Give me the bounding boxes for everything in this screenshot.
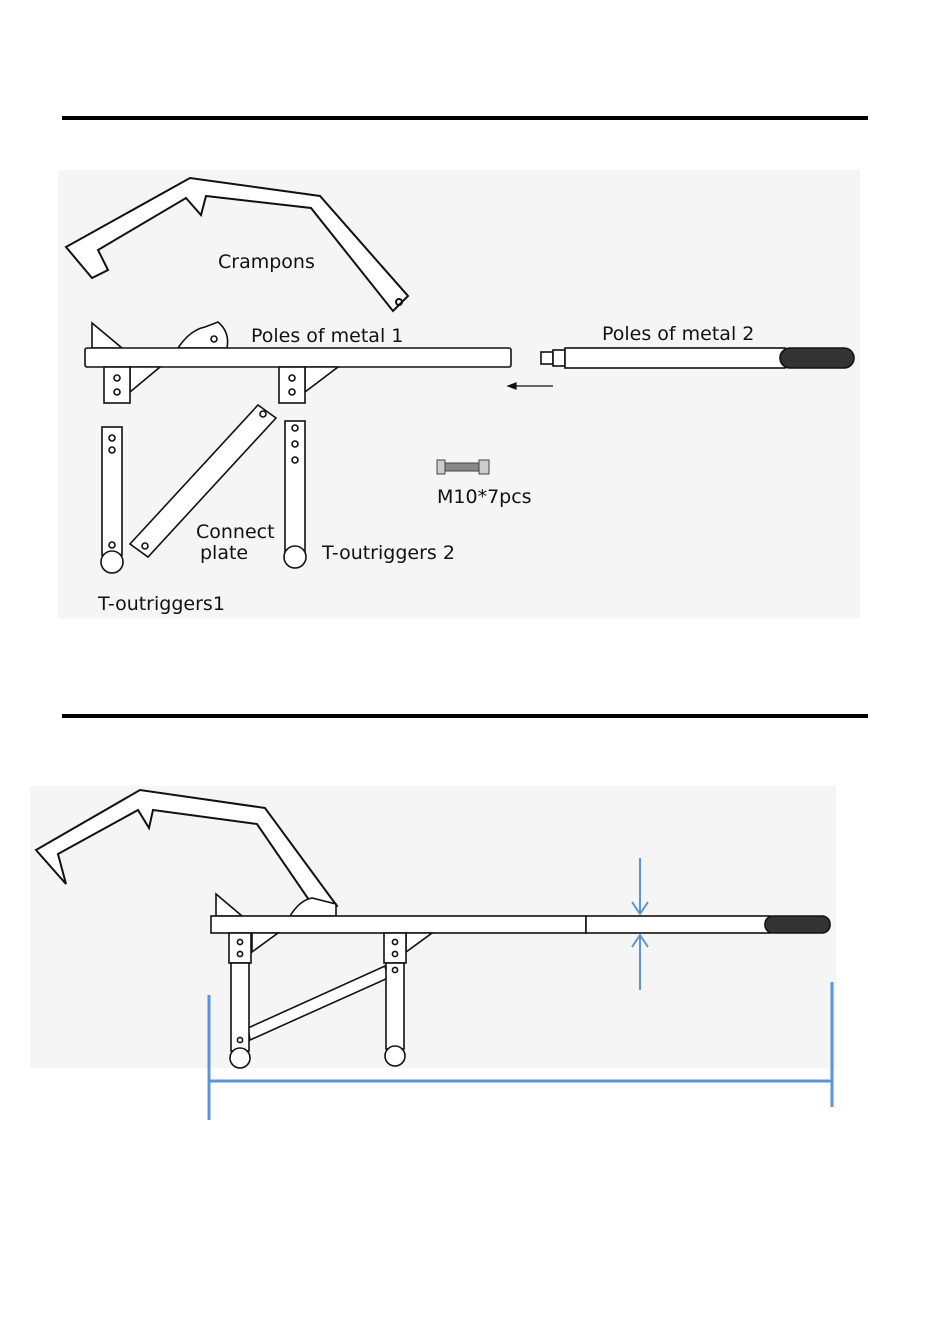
- assembled-legs: [230, 963, 405, 1068]
- assembled-crampons: [36, 790, 337, 916]
- assembled-pole: [211, 894, 830, 963]
